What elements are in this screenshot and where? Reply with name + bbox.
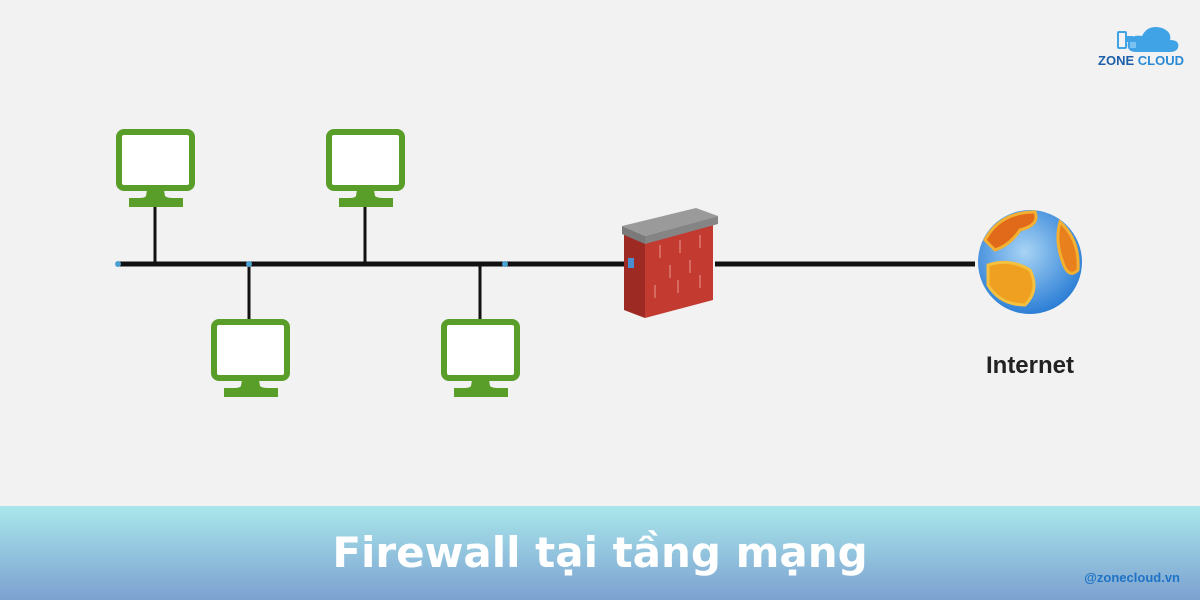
computer-monitor-icon <box>444 322 517 397</box>
banner-title: Firewall tại tầng mạng <box>332 528 868 577</box>
firewall-brick-wall-icon <box>622 208 718 318</box>
internet-globe-icon <box>978 210 1082 314</box>
network-diagram <box>115 0 1082 506</box>
internet-label: Internet <box>985 352 1074 379</box>
title-banner: Firewall tại tầng mạng @zonecloud.vn <box>0 506 1200 600</box>
computer-monitor-icon <box>214 322 287 397</box>
social-handle: @zonecloud.vn <box>1084 570 1180 585</box>
zonecloud-logo: ZONE CLOUD <box>1096 22 1186 70</box>
network-bus <box>115 207 975 320</box>
logo-word-cloud: CLOUD <box>1137 53 1184 68</box>
cloud-icon <box>1117 27 1179 52</box>
computer-monitor-icon <box>119 132 192 207</box>
logo-word-zone: ZONE <box>1098 53 1135 68</box>
computer-monitor-icon <box>329 132 402 207</box>
